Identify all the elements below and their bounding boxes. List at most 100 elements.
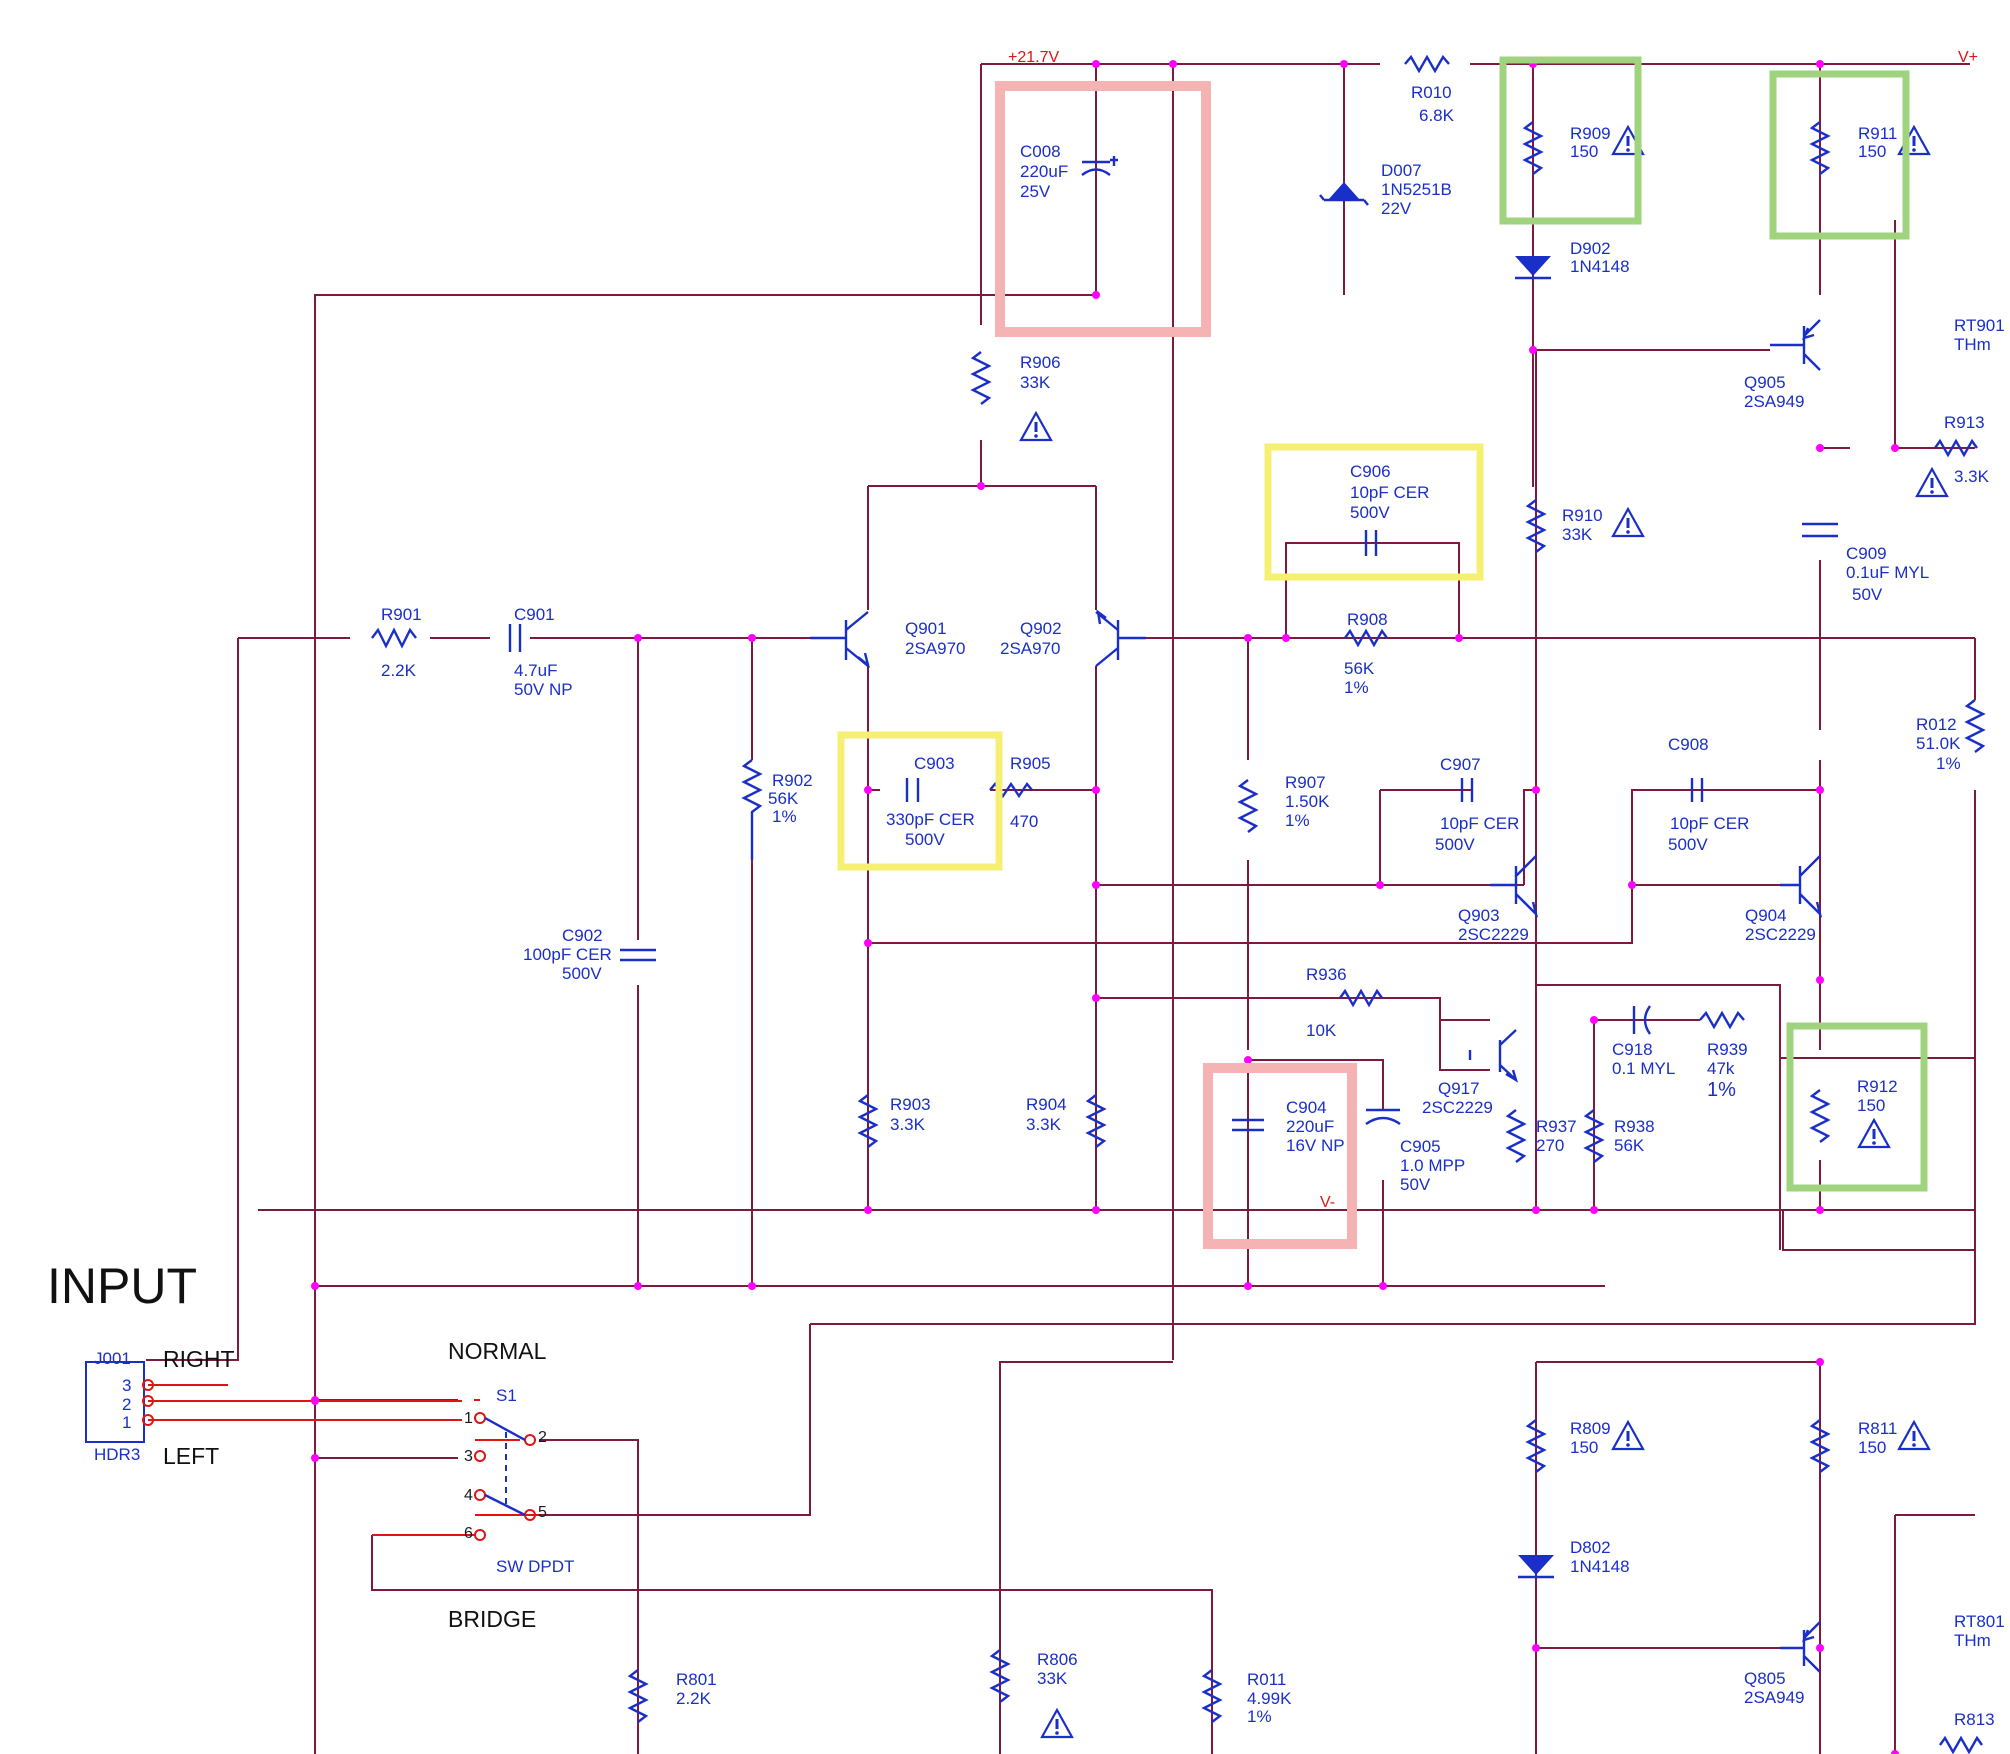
component-label: D802 — [1570, 1538, 1611, 1557]
switch-label: BRIDGE — [448, 1606, 536, 1632]
junction-dots — [311, 60, 1899, 1754]
component-value: 16V NP — [1286, 1136, 1345, 1155]
component-value: 2SA970 — [1000, 639, 1061, 658]
component-value: 500V — [1350, 503, 1390, 522]
component-label: R913 — [1944, 413, 1985, 432]
component-label: R012 — [1916, 715, 1957, 734]
component-label: D007 — [1381, 161, 1422, 180]
component-value: THm — [1954, 1631, 1991, 1650]
component-value: 150 — [1858, 1438, 1886, 1457]
component-label: R905 — [1010, 754, 1051, 773]
component-value: 10K — [1306, 1021, 1337, 1040]
component-label: R938 — [1614, 1117, 1655, 1136]
component-label: Q905 — [1744, 373, 1786, 392]
component-label: R939 — [1707, 1040, 1748, 1059]
component-value: 47k — [1707, 1059, 1735, 1078]
component-value: 2SC2229 — [1458, 925, 1529, 944]
component-label: R903 — [890, 1095, 931, 1114]
component-value: 0.1uF MYL — [1846, 563, 1929, 582]
component-label: R809 — [1570, 1419, 1611, 1438]
component-label: C903 — [914, 754, 955, 773]
component-value: 1N4148 — [1570, 257, 1630, 276]
component-value: THm — [1954, 335, 1991, 354]
pin-number: 2 — [538, 1429, 547, 1446]
component-value: 2SA949 — [1744, 1688, 1805, 1707]
component-value: 33K — [1037, 1669, 1068, 1688]
component-value: 22V — [1381, 199, 1412, 218]
component-value: 150 — [1858, 142, 1886, 161]
page-title: INPUT — [47, 1258, 197, 1314]
component-value: 500V — [905, 830, 945, 849]
component-label: Q917 — [1438, 1079, 1480, 1098]
warning-icon — [1019, 411, 1053, 442]
highlight-boxes — [837, 56, 1928, 1249]
pin-number: 1 — [122, 1413, 131, 1432]
connector-part: HDR3 — [94, 1445, 140, 1464]
component-label: RT901 — [1954, 316, 2005, 335]
component-label: C909 — [1846, 544, 1887, 563]
pin-number: 3 — [464, 1448, 473, 1465]
component-value: 2SC2229 — [1745, 925, 1816, 944]
pin-number: 1 — [464, 1410, 473, 1427]
component-label: D902 — [1570, 239, 1611, 258]
component-label: Q903 — [1458, 906, 1500, 925]
component-value: 2SA949 — [1744, 392, 1805, 411]
component-value: 10pF CER — [1440, 814, 1519, 833]
component-value: 2.2K — [676, 1689, 712, 1708]
component-label: R902 — [772, 771, 813, 790]
component-value: 220uF — [1286, 1117, 1334, 1136]
component-value: 2SA970 — [905, 639, 966, 658]
component-label: Q805 — [1744, 1669, 1786, 1688]
component-value: 4.99K — [1247, 1689, 1292, 1708]
component-value: 270 — [1536, 1136, 1564, 1155]
component-value: 33K — [1020, 373, 1051, 392]
component-value: 1N4148 — [1570, 1557, 1630, 1576]
component-label: C904 — [1286, 1098, 1327, 1117]
component-value: 220uF — [1020, 162, 1068, 181]
warning-icon — [1897, 1420, 1931, 1451]
component-value: 2.2K — [381, 661, 417, 680]
component-label: R910 — [1562, 506, 1603, 525]
component-label: R909 — [1570, 124, 1611, 143]
component-value: 50V — [1400, 1175, 1431, 1194]
warning-icon — [1611, 1420, 1645, 1451]
component-value: 1% — [772, 807, 797, 826]
warning-icon — [1040, 1708, 1074, 1739]
component-label: Q902 — [1020, 619, 1062, 638]
component-label: C008 — [1020, 142, 1061, 161]
component-value: 56K — [768, 789, 799, 808]
component-value: 6.8K — [1419, 106, 1455, 125]
component-value: 4.7uF — [514, 661, 557, 680]
component-value: 10pF CER — [1350, 483, 1429, 502]
component-value: 150 — [1857, 1096, 1885, 1115]
component-value: 3.3K — [890, 1115, 926, 1134]
component-label: C902 — [562, 926, 603, 945]
component-label: C906 — [1350, 462, 1391, 481]
component-value: 0.1 MYL — [1612, 1059, 1675, 1078]
component-label: R011 — [1247, 1670, 1286, 1689]
component-value: 56K — [1344, 659, 1375, 678]
component-value: 1% — [1936, 754, 1961, 773]
connector-label: LEFT — [163, 1443, 219, 1469]
component-label: R901 — [381, 605, 422, 624]
warning-icon — [1611, 507, 1645, 538]
component-value: 33K — [1562, 525, 1593, 544]
component-label: R806 — [1037, 1650, 1078, 1669]
component-value: 56K — [1614, 1136, 1645, 1155]
component-value: 330pF CER — [886, 810, 975, 829]
component-value: 1% — [1247, 1707, 1272, 1726]
component-value: 500V — [1435, 835, 1475, 854]
component-label: R907 — [1285, 773, 1326, 792]
component-value: 2SC2229 — [1422, 1098, 1493, 1117]
switch-ref: S1 — [496, 1386, 517, 1405]
component-value: 1.50K — [1285, 792, 1330, 811]
component-label: C918 — [1612, 1040, 1653, 1059]
component-value: 1% — [1344, 678, 1369, 697]
component-label: Q901 — [905, 619, 947, 638]
component-label: R811 — [1858, 1419, 1897, 1438]
component-symbols — [85, 54, 1986, 1754]
warning-icon — [1915, 467, 1949, 498]
component-value: 100pF CER — [523, 945, 612, 964]
component-label: RT801 — [1954, 1612, 2005, 1631]
